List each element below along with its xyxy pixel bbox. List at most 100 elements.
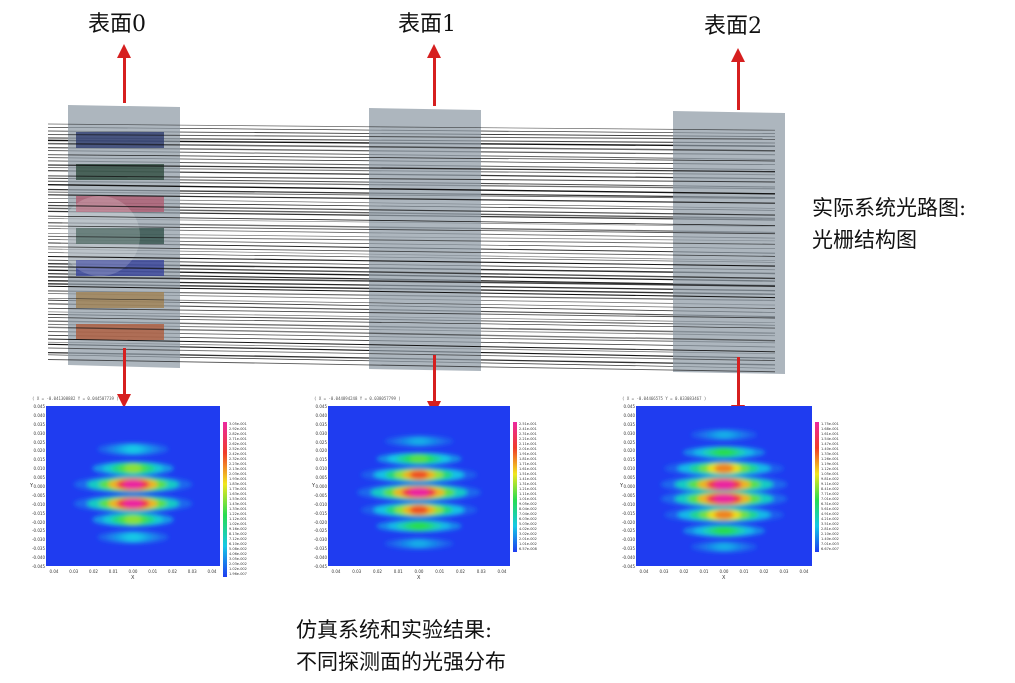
colorbar-label: 9.05e-002 <box>519 502 537 506</box>
colorbar-label: 3.02e-002 <box>519 532 537 536</box>
y-tick-label: -0.005 <box>32 492 45 498</box>
colorbar-label: 1.91e-001 <box>519 452 537 456</box>
x-tick-label: 0.01 <box>148 569 158 574</box>
colorbar-label: 3.05e-001 <box>229 422 247 426</box>
colorbar-label: 6.67e-007 <box>821 547 839 551</box>
y-tick-label: -0.005 <box>314 492 327 498</box>
y-tick-label: 0.015 <box>33 457 45 463</box>
y-tick-label: -0.005 <box>622 492 635 498</box>
colorbar-label: 4.91e-002 <box>821 512 839 516</box>
y-tick-label: 0.040 <box>623 412 635 418</box>
y-tick-label: 0.010 <box>315 466 327 472</box>
surface-0-intensity-plot: ( X = -0.041308882 Y = 0.044507739 )0.04… <box>30 396 250 592</box>
surface-2-up-arrow <box>731 48 745 110</box>
x-tick-label: 0.03 <box>69 569 79 574</box>
beam-line <box>47 133 776 140</box>
y-axis-label: Y <box>620 483 624 489</box>
fringe-band <box>410 521 428 531</box>
y-tick-label: -0.020 <box>32 519 45 525</box>
system-note-line1: 实际系统光路图: <box>812 196 967 220</box>
colorbar-label: 2.03e-001 <box>229 472 247 476</box>
plot-cursor-readout: ( X = -0.044894248 Y = 0.038057799 ) <box>314 396 401 401</box>
y-tick-label: 0.020 <box>33 448 45 454</box>
x-tick-label: 0.03 <box>187 569 197 574</box>
x-tick-label: 0.03 <box>352 569 362 574</box>
x-axis-label: X <box>131 575 135 581</box>
fringe-band <box>124 515 142 525</box>
colorbar-label: 1.26e-001 <box>821 457 839 461</box>
beam-line <box>47 184 776 195</box>
colorbar-label: 1.61e-001 <box>519 467 537 471</box>
colorbar-label: 1.11e-001 <box>519 492 537 496</box>
y-tick-label: 0.005 <box>623 475 635 481</box>
x-tick-label: 0.01 <box>739 569 749 574</box>
fringe-band <box>717 543 731 551</box>
grating-bar <box>76 228 164 244</box>
colorbar-label: 6.57e-008 <box>519 547 537 551</box>
y-tick-label: -0.040 <box>32 555 45 561</box>
y-tick-label: 0.030 <box>33 430 45 436</box>
system-note-line2: 光栅结构图 <box>812 228 917 252</box>
y-tick-label: 0.020 <box>315 448 327 454</box>
colorbar-label: 2.13e-001 <box>229 467 247 471</box>
y-tick-label: -0.015 <box>314 510 327 516</box>
beam-line <box>47 317 776 329</box>
y-tick-label: 0.005 <box>33 475 45 481</box>
fringe-band <box>124 463 142 473</box>
beam-line <box>47 204 776 216</box>
y-tick-label: 0.000 <box>315 484 327 489</box>
y-tick-label: -0.035 <box>32 546 45 552</box>
colorbar-label: 9.11e-002 <box>821 482 839 486</box>
colorbar-label: 1.21e-001 <box>519 487 537 491</box>
simulation-note-line2: 不同探测面的光强分布 <box>296 650 506 674</box>
colorbar-label: 1.33e-001 <box>229 507 247 511</box>
colorbar-label: 1.22e-001 <box>229 512 247 516</box>
colorbar-label: 1.02e-002 <box>229 567 247 571</box>
fringe-band <box>713 493 735 504</box>
colorbar-label: 6.03e-002 <box>519 517 537 521</box>
x-tick-label: 0.01 <box>393 569 403 574</box>
y-tick-label: 0.030 <box>623 430 635 436</box>
colorbar-label: 2.23e-001 <box>229 462 247 466</box>
colorbar-label: 4.21e-002 <box>821 517 839 521</box>
plot-cursor-readout: ( X = -0.04466575 Y = 0.033083467 ) <box>622 396 707 401</box>
x-tick-label: 0.02 <box>456 569 465 574</box>
y-tick-label: 0.035 <box>623 421 635 427</box>
fringe-band <box>123 498 143 509</box>
y-tick-label: -0.025 <box>32 528 45 534</box>
colorbar-label: 7.71e-002 <box>821 492 839 496</box>
x-tick-label: 0.01 <box>108 569 118 574</box>
beam-line <box>47 154 776 162</box>
beam-line <box>47 266 776 280</box>
y-tick-label: -0.045 <box>32 564 45 569</box>
beam-line <box>47 285 776 299</box>
x-tick-label: 0.01 <box>435 569 445 574</box>
y-tick-label: -0.035 <box>314 546 327 552</box>
aperture-highlight <box>60 196 140 276</box>
fringe-band <box>123 479 143 490</box>
colorbar-label: 1.75e-001 <box>821 422 839 426</box>
x-tick-label: 0.02 <box>679 569 689 574</box>
colorbar-label: 1.83e-001 <box>229 482 247 486</box>
y-tick-label: -0.040 <box>314 555 327 561</box>
fringe-band <box>409 470 429 480</box>
y-tick-label: -0.030 <box>32 537 45 543</box>
colorbar-label: 2.71e-001 <box>229 437 247 441</box>
colorbar-label: 1.01e-001 <box>519 497 537 501</box>
colorbar-label: 7.01e-003 <box>821 542 839 546</box>
surface-2-intensity-plot: ( X = -0.04466575 Y = 0.033083467 )0.045… <box>620 396 842 592</box>
colorbar-label: 5.03e-002 <box>519 522 537 526</box>
x-tick-label: 0.04 <box>49 569 59 574</box>
colorbar-label: 2.42e-001 <box>229 452 247 456</box>
colorbar <box>513 422 517 552</box>
colorbar-label: 1.53e-001 <box>229 497 247 501</box>
colorbar-label: 2.03e-002 <box>229 562 247 566</box>
surface-1-intensity-plot: ( X = -0.044894248 Y = 0.038057799 )0.04… <box>312 396 540 592</box>
y-tick-label: -0.035 <box>622 546 635 552</box>
intensity-map <box>46 406 220 566</box>
beam-line <box>47 123 776 131</box>
beam-line <box>47 175 776 183</box>
y-tick-label: -0.015 <box>32 510 45 516</box>
x-tick-label: 0.00 <box>128 569 138 574</box>
x-tick-label: 0.04 <box>207 569 217 574</box>
